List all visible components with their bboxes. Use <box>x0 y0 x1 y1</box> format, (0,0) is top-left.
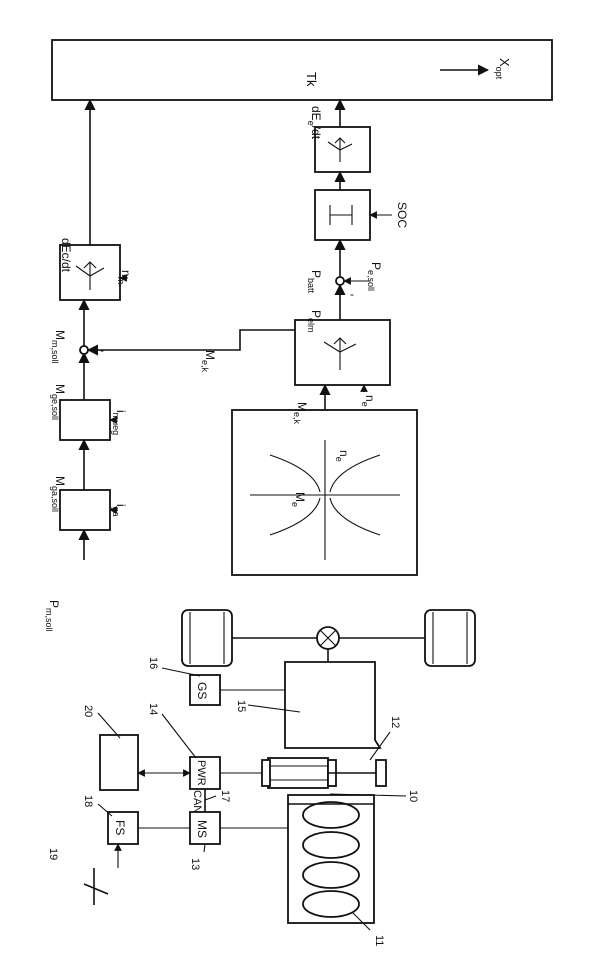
m-ga-soll-label: Mga,soll <box>50 476 67 512</box>
svg-text:Pe,soll: Pe,soll <box>366 262 383 291</box>
svg-text:nm: nm <box>116 270 133 284</box>
i-ga-label: iga <box>111 504 128 517</box>
ms-label: MS <box>195 820 209 838</box>
summing-junction-1 <box>79 345 89 355</box>
me-k-feedback-line <box>86 329 340 356</box>
m-m-soll-label: Mm,soll <box>50 330 67 364</box>
svg-text:Mm,soll: Mm,soll <box>50 330 67 364</box>
i-mueg-label: imueg <box>111 410 128 435</box>
n-e-label: ne <box>360 395 377 407</box>
ref-14: 14 <box>147 703 159 715</box>
ref-13: 13 <box>189 858 201 870</box>
shaft-electric-machine <box>267 757 329 789</box>
svg-text:Xopt: Xopt <box>494 58 512 80</box>
motor-map-glyph <box>75 261 105 290</box>
svg-text:Me,k: Me,k <box>292 402 309 425</box>
n-m-label: nm <box>116 270 133 284</box>
transmission-ratio-block <box>59 489 111 531</box>
tk-label: Tk <box>304 72 319 87</box>
map-me-label: Me <box>290 492 307 507</box>
svg-text:ne: ne <box>360 395 377 407</box>
svg-text:Pm,soll: Pm,soll <box>44 600 61 632</box>
dee-dt-label: dEe/dt <box>306 106 323 140</box>
ref-16: 16 <box>147 657 159 669</box>
svg-text:Me: Me <box>290 492 307 507</box>
gs-label: GS <box>195 682 209 699</box>
svg-text:Pbatt: Pbatt <box>306 270 323 294</box>
em-map-glyph <box>323 337 357 370</box>
m-ge-soll-label: Mge,soll <box>50 384 67 420</box>
electric-machine-block <box>294 319 391 386</box>
m-e-k-label: Me,k <box>200 350 217 373</box>
battery-efficiency-block <box>314 126 371 173</box>
pwr-label: PWR <box>195 760 207 786</box>
ref-19: 19 <box>47 848 59 860</box>
gearbox <box>284 661 382 749</box>
svg-text:dEe/dt: dEe/dt <box>306 106 323 140</box>
fs-label: FS <box>113 820 127 835</box>
svg-text:Pelm: Pelm <box>306 310 323 333</box>
svg-text:SOC: SOC <box>395 202 409 228</box>
svg-text:Mge,soll: Mge,soll <box>50 384 67 420</box>
svg-text:iga: iga <box>111 504 128 517</box>
ref-20: 20 <box>82 705 94 717</box>
p-e-soll-label: Pe,soll <box>366 262 383 291</box>
ref-18: 18 <box>82 795 94 807</box>
fs-block <box>107 811 139 845</box>
batt-map-glyph <box>327 137 353 162</box>
minus-2: - <box>350 287 354 301</box>
svg-text:dEc/dt: dEc/dt <box>59 238 73 273</box>
drawing-marker-19 <box>83 868 109 905</box>
ref-11: 11 <box>373 935 385 946</box>
svg-text:imueg: imueg <box>111 410 128 435</box>
battery-glyph <box>329 205 353 225</box>
map-ne-label: ne <box>334 450 351 462</box>
mueg-block <box>59 399 111 441</box>
gs-block <box>189 674 221 706</box>
ref-17: 17 <box>219 790 231 802</box>
ref-15: 15 <box>235 700 247 712</box>
ref-10: 10 <box>407 790 419 802</box>
m-e-k2-label: Me,k <box>292 402 309 425</box>
svg-text:Me,k: Me,k <box>200 350 217 373</box>
p-elm-label: Pelm <box>306 310 323 333</box>
svg-text:ne: ne <box>334 450 351 462</box>
svg-text:Mga,soll: Mga,soll <box>50 476 67 512</box>
ref-12: 12 <box>389 716 401 728</box>
summing-junction-2 <box>335 276 345 286</box>
p-batt-label: Pbatt <box>306 270 323 294</box>
soc-label: SOC <box>395 202 409 228</box>
unit-20-block <box>99 734 139 791</box>
pm-soll-label: Pm,soll <box>44 600 61 632</box>
engine-map-curve <box>250 440 400 560</box>
dec-dt-label: dEc/dt <box>59 238 73 273</box>
x-opt-label: Xopt <box>494 58 512 80</box>
can-label: CAN <box>191 790 203 813</box>
